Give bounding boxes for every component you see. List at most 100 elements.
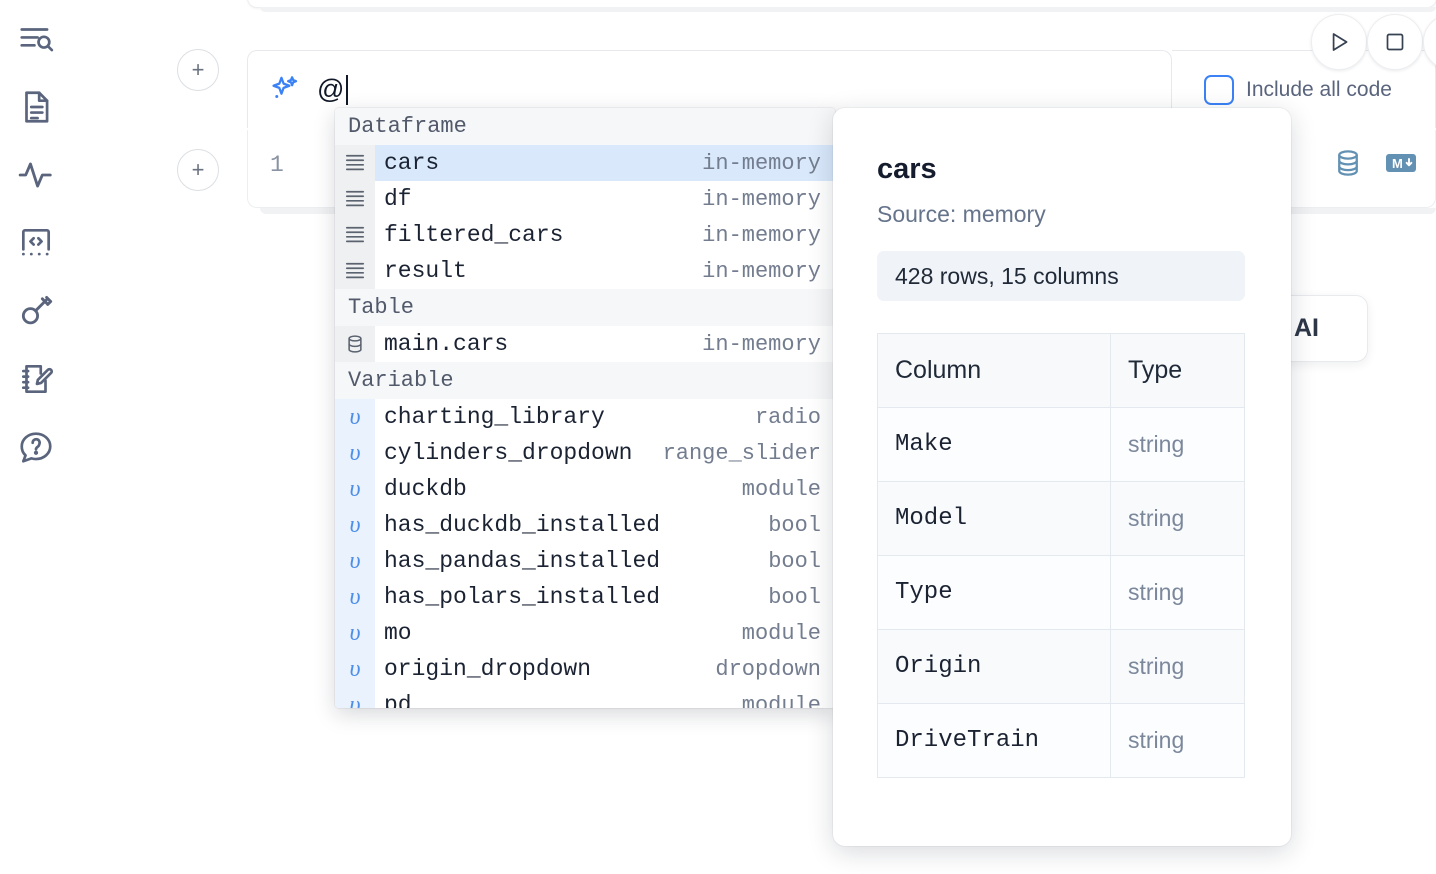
run-button[interactable] xyxy=(1311,14,1367,70)
ai-prompt-value: @ xyxy=(317,74,345,104)
autocomplete-item-meta: in-memory xyxy=(702,258,821,284)
previous-cell-shadow xyxy=(260,7,1436,12)
autocomplete-item[interactable]: υ has_duckdb_installed bool xyxy=(335,507,835,543)
dataframe-rows-icon xyxy=(335,217,375,253)
autocomplete-item-label: has_pandas_installed xyxy=(384,548,661,574)
autocomplete-item-meta: bool xyxy=(768,512,821,538)
file-document-icon[interactable] xyxy=(14,82,58,132)
schema-column-name: Type xyxy=(877,555,1111,630)
autocomplete-item-meta: in-memory xyxy=(702,331,821,357)
detail-shape-badge: 428 rows, 15 columns xyxy=(877,251,1245,301)
activity-pulse-icon[interactable] xyxy=(14,150,58,200)
add-cell-button-below[interactable]: + xyxy=(177,149,219,191)
stop-button[interactable] xyxy=(1367,14,1423,70)
schema-column-name: DriveTrain xyxy=(877,703,1111,778)
schema-column-name: Model xyxy=(877,481,1111,556)
variable-upsilon-icon: υ xyxy=(335,507,375,543)
variable-upsilon-icon: υ xyxy=(335,687,375,708)
autocomplete-item[interactable]: υ origin_dropdown dropdown xyxy=(335,651,835,687)
schema-column-type: string xyxy=(1110,555,1245,630)
autocomplete-item-label: origin_dropdown xyxy=(384,656,592,682)
autocomplete-item-label: cars xyxy=(384,150,440,176)
help-chat-icon[interactable] xyxy=(14,422,58,472)
variable-upsilon-icon: υ xyxy=(335,435,375,471)
autocomplete-item-meta: module xyxy=(741,692,821,709)
autocomplete-item-label: has_polars_installed xyxy=(384,584,661,610)
autocomplete-item-meta: range_slider xyxy=(662,440,821,466)
markdown-icon[interactable]: M xyxy=(1385,151,1417,180)
database-table-icon xyxy=(335,326,375,362)
variable-upsilon-icon: υ xyxy=(335,543,375,579)
schema-column-type: string xyxy=(1110,481,1245,556)
autocomplete-item[interactable]: main.cars in-memory xyxy=(335,326,835,362)
include-all-code-row[interactable]: Include all code xyxy=(1204,74,1392,105)
detail-title: cars xyxy=(877,153,937,185)
autocomplete-group-header: Variable xyxy=(335,362,835,399)
autocomplete-item-label: duckdb xyxy=(384,476,467,502)
code-brackets-icon[interactable] xyxy=(14,218,58,268)
include-all-code-checkbox[interactable] xyxy=(1204,74,1234,105)
autocomplete-item-meta: bool xyxy=(768,548,821,574)
autocomplete-item-meta: in-memory xyxy=(702,150,821,176)
ai-prompt-input[interactable]: @ xyxy=(317,51,1171,128)
autocomplete-item[interactable]: υ cylinders_dropdown range_slider xyxy=(335,435,835,471)
autocomplete-item[interactable]: υ has_pandas_installed bool xyxy=(335,543,835,579)
include-all-code-label: Include all code xyxy=(1246,77,1392,101)
autocomplete-item-label: df xyxy=(384,186,412,212)
dataframe-rows-icon xyxy=(335,181,375,217)
autocomplete-item-label: charting_library xyxy=(384,404,605,430)
autocomplete-item-meta: dropdown xyxy=(715,656,821,682)
autocomplete-item-label: mo xyxy=(384,620,412,646)
key-secrets-icon[interactable] xyxy=(14,286,58,336)
schema-column-type: string xyxy=(1110,407,1245,482)
autocomplete-item-meta: bool xyxy=(768,584,821,610)
variable-upsilon-icon: υ xyxy=(335,615,375,651)
schema-header-column: Column xyxy=(877,333,1111,408)
schema-column-name: Make xyxy=(877,407,1111,482)
text-cursor xyxy=(345,74,348,105)
autocomplete-item-label: result xyxy=(384,258,467,284)
autocomplete-item-label: has_duckdb_installed xyxy=(384,512,661,538)
autocomplete-item[interactable]: result in-memory xyxy=(335,253,835,289)
autocomplete-item-label: cylinders_dropdown xyxy=(384,440,633,466)
dataframe-detail-panel: cars Source: memory 428 rows, 15 columns… xyxy=(833,108,1291,846)
database-sql-icon[interactable] xyxy=(1333,148,1363,183)
variable-upsilon-icon: υ xyxy=(335,471,375,507)
outline-search-icon[interactable] xyxy=(14,14,58,64)
sparkles-icon xyxy=(268,73,302,107)
autocomplete-group-header: Table xyxy=(335,289,835,326)
cell-toolbar: M xyxy=(1333,148,1417,183)
notebook-edit-icon[interactable] xyxy=(14,354,58,404)
schema-column-name: Origin xyxy=(877,629,1111,704)
autocomplete-item[interactable]: cars in-memory xyxy=(335,145,835,181)
autocomplete-item-meta: radio xyxy=(754,404,821,430)
autocomplete-item-label: main.cars xyxy=(384,331,509,357)
schema-header-row: Column Type xyxy=(877,333,1245,408)
schema-header-type: Type xyxy=(1110,333,1245,408)
variable-upsilon-icon: υ xyxy=(335,579,375,615)
add-cell-button-above[interactable]: + xyxy=(177,49,219,91)
variable-upsilon-icon: υ xyxy=(335,651,375,687)
autocomplete-item-label: filtered_cars xyxy=(384,222,564,248)
autocomplete-item-label: pd xyxy=(384,692,412,708)
svg-text:M: M xyxy=(1392,156,1403,171)
autocomplete-group-header: Dataframe xyxy=(335,108,835,145)
autocomplete-item[interactable]: υ has_polars_installed bool xyxy=(335,579,835,615)
dataframe-rows-icon xyxy=(335,253,375,289)
detail-source: Source: memory xyxy=(877,201,1046,227)
left-sidebar xyxy=(0,0,72,874)
dataframe-rows-icon xyxy=(335,145,375,181)
autocomplete-item-meta: module xyxy=(741,620,821,646)
